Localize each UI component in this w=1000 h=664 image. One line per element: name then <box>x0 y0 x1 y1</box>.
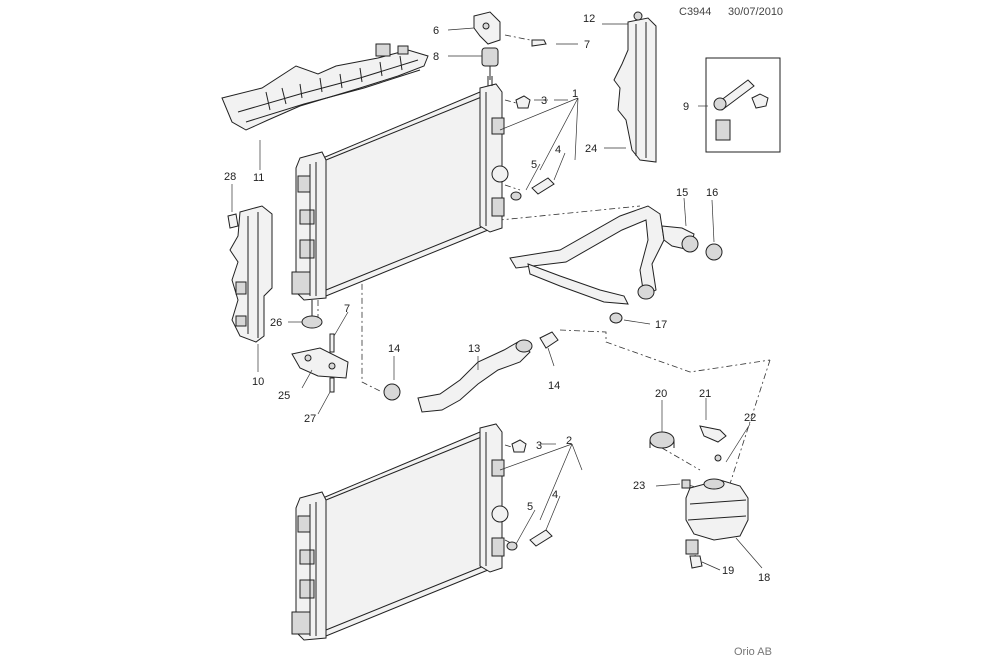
callout-10: 10 <box>252 376 264 388</box>
callout-16: 16 <box>706 187 718 199</box>
callout-4-upper: 4 <box>555 144 561 156</box>
callout-28: 28 <box>224 171 236 183</box>
callout-18: 18 <box>758 572 770 584</box>
callout-23: 23 <box>633 480 645 492</box>
callout-27: 27 <box>304 413 316 425</box>
callout-14-left: 14 <box>388 343 400 355</box>
coolant-hoses-upper <box>509 205 723 324</box>
callout-3-lower: 3 <box>536 440 542 452</box>
drawing-id: C3944 <box>679 6 712 18</box>
callout-4-lower: 4 <box>552 489 558 501</box>
callout-14-right: 14 <box>548 380 560 392</box>
air-deflector-upper <box>221 43 429 131</box>
drawing-date: 30/07/2010 <box>728 6 784 18</box>
copyright-text: Orio AB <box>734 646 772 658</box>
bolt-kit-box <box>705 57 781 153</box>
callout-13: 13 <box>468 343 480 355</box>
coolant-hose-lower <box>383 331 559 413</box>
callout-25: 25 <box>278 390 290 402</box>
callout-24: 24 <box>585 143 597 155</box>
callout-7-upper: 7 <box>584 39 590 51</box>
callout-19: 19 <box>722 565 734 577</box>
callout-15: 15 <box>676 187 688 199</box>
callout-6: 6 <box>433 25 439 37</box>
shroud-vertical <box>613 11 657 163</box>
callout-22: 22 <box>744 412 756 424</box>
fasteners <box>227 11 555 551</box>
callout-21: 21 <box>699 388 711 400</box>
callout-5-lower: 5 <box>527 501 533 513</box>
callout-labels: 1 2 3 3 4 4 5 5 6 7 7 8 9 10 11 12 13 14… <box>224 13 770 584</box>
callout-3-upper: 3 <box>541 95 547 107</box>
radiator-lower <box>291 423 509 641</box>
callout-9: 9 <box>683 101 689 113</box>
callout-12: 12 <box>583 13 595 25</box>
callout-2: 2 <box>566 435 572 447</box>
callout-26: 26 <box>270 317 282 329</box>
callout-7-lower: 7 <box>344 303 350 315</box>
expansion-tank <box>649 425 749 569</box>
air-guide-side <box>229 205 273 343</box>
callout-11: 11 <box>253 172 264 184</box>
callout-20: 20 <box>655 388 667 400</box>
callout-5-upper: 5 <box>531 159 537 171</box>
leader-lines <box>231 23 763 571</box>
callout-17: 17 <box>655 319 667 331</box>
radiator-upper <box>291 76 509 301</box>
callout-1: 1 <box>572 88 578 100</box>
callout-8: 8 <box>433 51 439 63</box>
